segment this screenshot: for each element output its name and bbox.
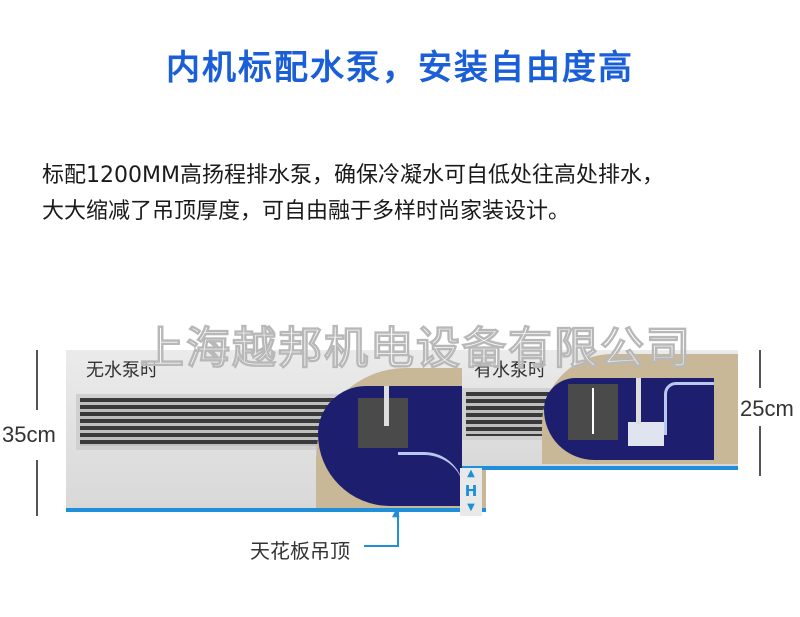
description-line-1: 标配1200MM高扬程排水泵，确保冷凝水可自低处往高处排水， (42, 163, 664, 188)
left-height-label: 35cm (2, 422, 56, 447)
left-unit-label: 无水泵时 (86, 360, 158, 381)
ceiling-callout-arrow (397, 512, 399, 546)
right-drain-pipe (664, 382, 714, 435)
arrow-up-icon: ▲ (467, 468, 475, 479)
right-unit-panel: 有水泵时 (462, 350, 738, 468)
height-difference-label: H (464, 482, 478, 500)
right-dimension-bottom-line (759, 426, 761, 476)
description-line-2: 大大缩减了吊顶厚度，可自由融于多样时尚家装设计。 (42, 199, 571, 224)
left-drain-pipe (398, 452, 464, 495)
left-cutaway (318, 386, 464, 506)
right-height-label: 25cm (740, 396, 794, 421)
right-hanger-rod (636, 378, 641, 424)
drain-pump (628, 422, 664, 446)
right-unit-label: 有水泵时 (474, 360, 546, 381)
left-unit-grille (76, 394, 356, 450)
right-cutaway (544, 378, 714, 460)
left-fan-box (358, 398, 408, 448)
left-ceiling-line (66, 508, 486, 512)
left-dimension-top-line (36, 350, 38, 410)
height-difference-marker: ▲ H ▼ (460, 468, 482, 516)
ceiling-callout-line (364, 545, 399, 547)
ceiling-arrow-icon: ▲ (392, 508, 400, 519)
right-dimension-top-line (759, 350, 761, 388)
page-title: 内机标配水泵，安装自由度高 (166, 48, 634, 88)
company-watermark: 上海越邦机电设备有限公司 (140, 323, 692, 375)
pump-height-arrow (592, 388, 594, 434)
right-ceiling-line (462, 466, 738, 470)
left-unit-panel: 无水泵时 (66, 350, 486, 510)
description: 标配1200MM高扬程排水泵，确保冷凝水可自低处往高处排水， 大大缩减了吊顶厚度… (42, 158, 664, 230)
ceiling-label: 天花板吊顶 (250, 539, 350, 563)
left-dimension-bottom-line (36, 460, 38, 516)
left-hanger-rod (384, 386, 389, 426)
arrow-down-icon: ▼ (467, 502, 475, 513)
